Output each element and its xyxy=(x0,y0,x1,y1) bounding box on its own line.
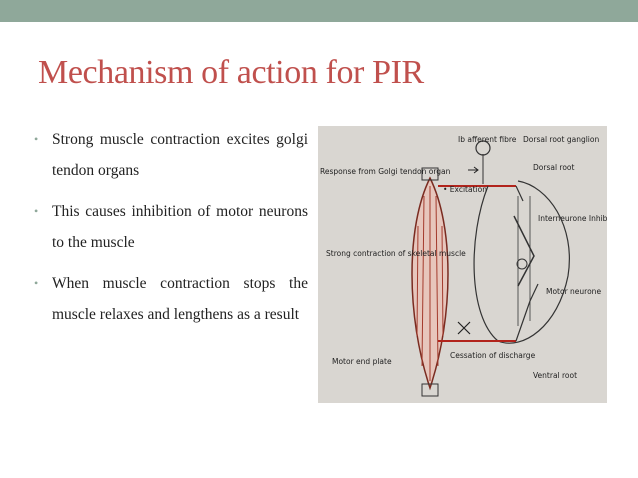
slide-title: Mechanism of action for PIR xyxy=(38,54,424,91)
bullet-icon: • xyxy=(34,132,39,146)
label-excitation: • Excitation xyxy=(443,185,487,194)
bullet-text: This causes inhibition of motor neurons … xyxy=(52,203,308,251)
bullet-text: Strong muscle contraction excites golgi … xyxy=(52,131,308,179)
bullet-list: • Strong muscle contraction excites golg… xyxy=(32,124,308,340)
label-motor-end-plate: Motor end plate xyxy=(332,357,392,366)
label-interneurone: Interneurone Inhibitory mediator xyxy=(538,214,607,223)
label-ventral-root: Ventral root xyxy=(533,371,577,380)
spinal-cord-shape xyxy=(473,180,570,344)
bullet-icon: • xyxy=(34,204,39,218)
label-response-gto: Response from Golgi tendon organ xyxy=(320,167,451,176)
label-dorsal-root: Dorsal root xyxy=(533,163,575,172)
bullet-item: • Strong muscle contraction excites golg… xyxy=(32,124,308,186)
label-strong-contraction: Strong contraction of skeletal muscle xyxy=(326,249,466,258)
label-cessation: Cessation of discharge xyxy=(450,351,536,360)
label-motor-neurone: Motor neurone xyxy=(546,287,601,296)
reflex-diagram-image: Ib afferent fibre Dorsal root ganglion D… xyxy=(318,126,607,403)
bullet-text: When muscle contraction stops the muscle… xyxy=(52,275,308,323)
bullet-icon: • xyxy=(34,276,39,290)
bullet-item: • This causes inhibition of motor neuron… xyxy=(32,196,308,258)
bullet-item: • When muscle contraction stops the musc… xyxy=(32,268,308,330)
label-ib-afferent: Ib afferent fibre xyxy=(458,135,517,144)
header-band xyxy=(0,0,638,22)
label-dorsal-ganglion: Dorsal root ganglion xyxy=(523,135,599,144)
